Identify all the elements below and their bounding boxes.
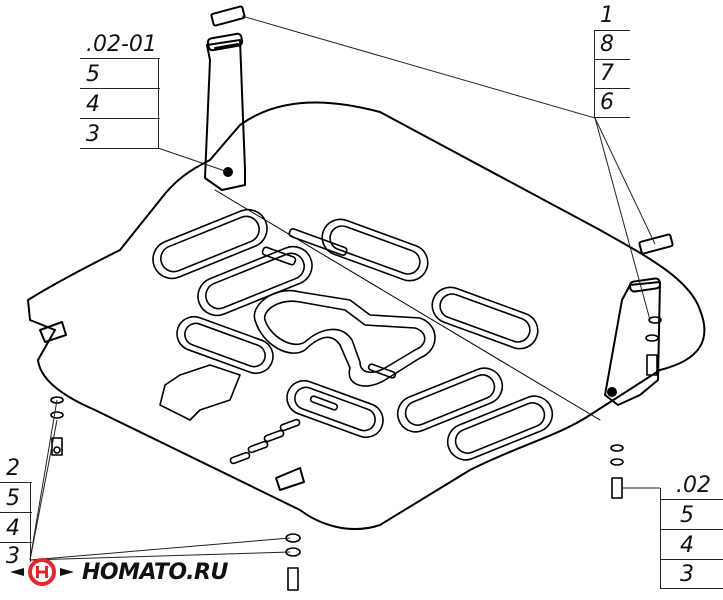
homato-logo-icon — [10, 558, 74, 586]
bolt-stack-front — [285, 533, 301, 591]
top-plate-right — [638, 233, 674, 255]
bolt-stack-left — [50, 396, 64, 456]
callout-bottom-right-2: 5 — [680, 503, 694, 528]
callout-bottom-right-1: .02 — [676, 473, 711, 498]
stamped-ribs — [152, 208, 554, 461]
callout-bottom-left-1: 2 — [6, 456, 20, 481]
callout-top-left-4: 3 — [86, 122, 100, 147]
top-plate-left — [210, 5, 246, 27]
callout-bottom-left-3: 4 — [6, 516, 20, 541]
left-tab — [39, 321, 67, 343]
callout-bottom-left-2: 5 — [6, 486, 20, 511]
callout-top-right-2: 8 — [600, 32, 614, 57]
callout-top-left-3: 4 — [86, 92, 100, 117]
callout-top-right-4: 6 — [600, 90, 614, 115]
right-bracket — [604, 277, 662, 406]
callout-top-right-3: 7 — [600, 61, 614, 86]
left-bracket — [204, 32, 246, 191]
callout-bottom-right-3: 4 — [680, 533, 694, 558]
callout-top-left-2: 5 — [86, 62, 100, 87]
fold-line — [214, 189, 601, 421]
vent-slots — [229, 228, 397, 465]
front-tab — [275, 467, 305, 491]
callout-bottom-left-4: 3 — [6, 544, 20, 569]
callout-top-right-1: 1 — [600, 3, 614, 28]
homato-logo-text: HOMATO.RU — [82, 559, 228, 585]
bolt-stack-right — [610, 316, 662, 499]
homato-logo: HOMATO.RU — [8, 554, 228, 590]
callout-top-left-1: .02-01 — [86, 32, 157, 57]
guard-plate-outline — [27, 101, 706, 531]
leader-lines — [29, 15, 660, 561]
callout-bottom-right-4: 3 — [680, 562, 694, 587]
